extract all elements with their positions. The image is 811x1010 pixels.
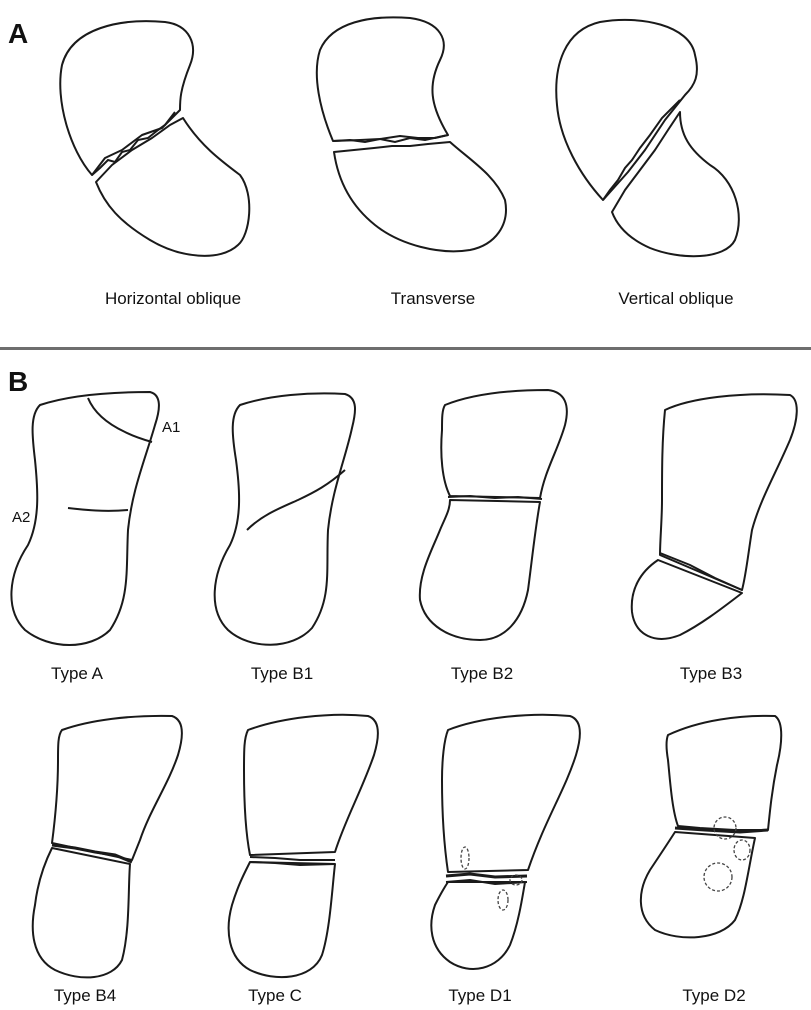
scaphoid-type-b4: [33, 716, 182, 978]
scaphoid-horizontal-oblique: [60, 21, 249, 256]
caption-type-b2: Type B2: [392, 664, 572, 684]
caption-type-d2: Type D2: [624, 986, 804, 1006]
scaphoid-type-b2: [420, 390, 567, 640]
caption-type-b4: Type B4: [0, 986, 175, 1006]
scaphoid-type-b3: [632, 394, 797, 639]
label-a2: A2: [12, 509, 30, 526]
scaphoid-type-b1: [215, 393, 355, 644]
scaphoid-vertical-oblique: [556, 20, 739, 256]
scaphoid-type-d1: [431, 715, 580, 969]
caption-type-d1: Type D1: [390, 986, 570, 1006]
scaphoid-type-a: A1 A2: [11, 392, 180, 645]
caption-type-c: Type C: [185, 986, 365, 1006]
caption-vertical-oblique: Vertical oblique: [566, 289, 786, 309]
label-a1: A1: [162, 419, 180, 436]
scaphoid-type-d2: [641, 716, 781, 938]
caption-type-b3: Type B3: [621, 664, 801, 684]
caption-type-a: Type A: [0, 664, 167, 684]
scaphoid-transverse: [317, 17, 506, 251]
caption-horizontal-oblique: Horizontal oblique: [63, 289, 283, 309]
caption-type-b1: Type B1: [192, 664, 372, 684]
scaphoid-type-c: [229, 715, 378, 977]
caption-transverse: Transverse: [323, 289, 543, 309]
